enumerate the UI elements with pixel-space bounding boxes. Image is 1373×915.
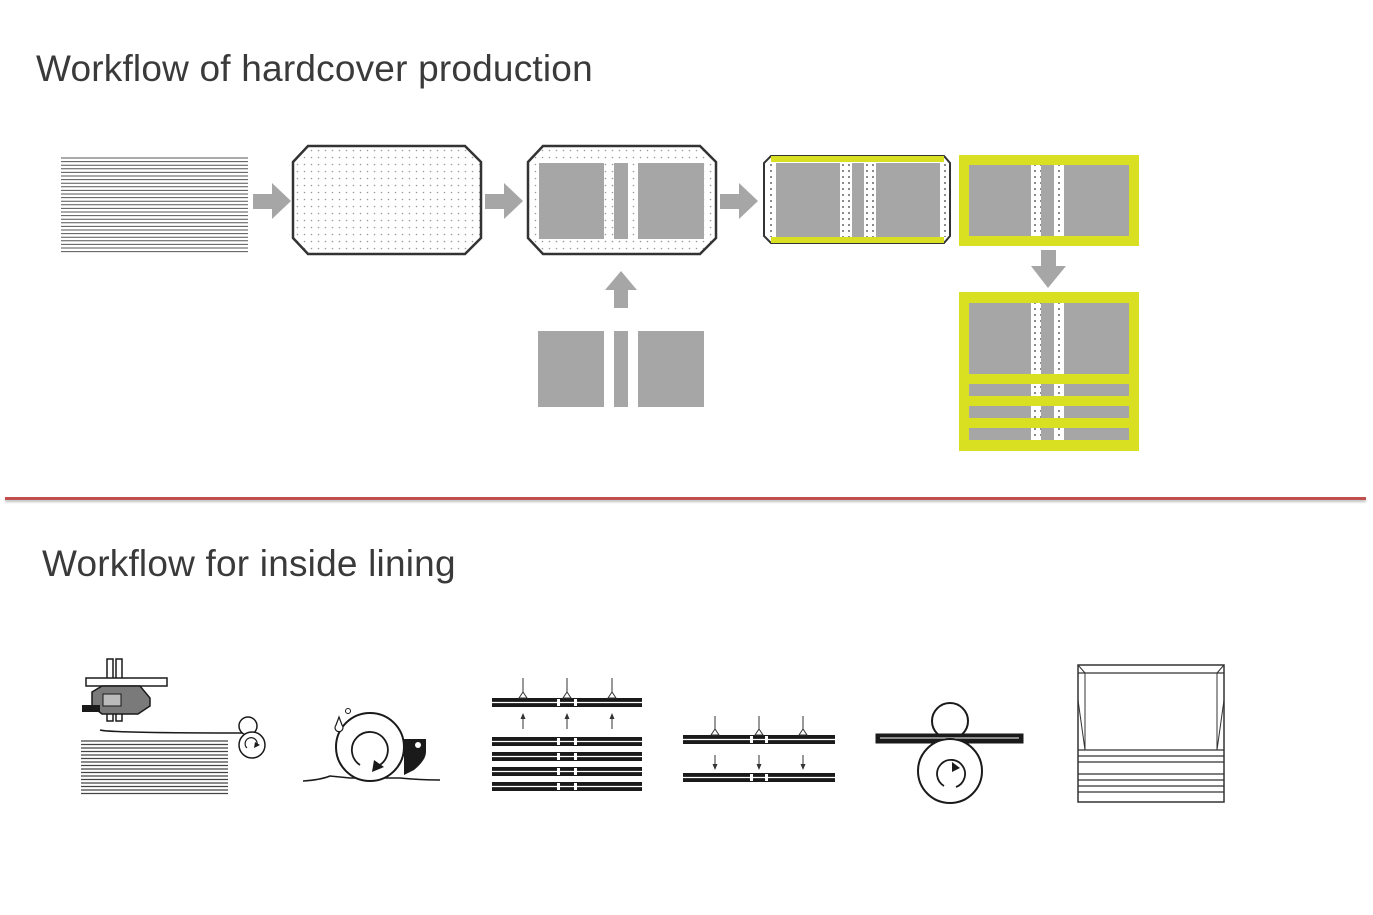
press-loading-icon [492,678,642,791]
sheet-feeder-icon [81,658,266,795]
hardcover-workflow-title: Workflow of hardcover production [36,48,593,89]
glue-roller-icon [302,708,441,782]
arrow-up-icon [605,271,637,308]
arrow-right-icon [253,183,291,219]
nip-roller-icon [875,702,1024,804]
cover-sheet-icon [291,144,483,256]
arrow-down-icon [1031,250,1066,288]
paper-stack-icon [61,157,248,253]
lined-cover-icon [959,155,1139,246]
arrow-right-icon [720,183,758,219]
boards-on-cover-icon [526,144,718,256]
section-divider [5,497,1366,500]
finished-stack-icon [1077,664,1225,803]
boards-icon [538,331,704,407]
turned-in-cover-icon [763,155,951,244]
lining-workflow-title: Workflow for inside lining [42,543,456,584]
arrow-right-icon [485,183,523,219]
press-icon [683,716,835,782]
stacked-covers-icon [959,292,1139,451]
